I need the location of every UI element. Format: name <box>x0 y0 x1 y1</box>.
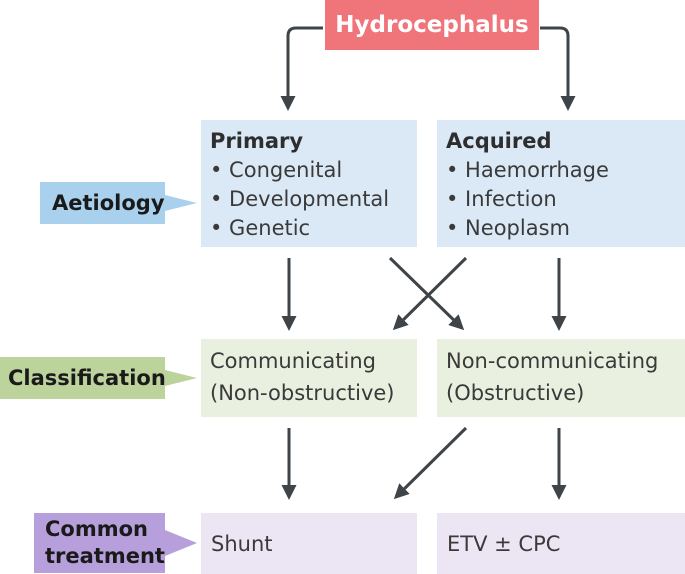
noncommunicating-line1: Non-communicating <box>446 349 659 373</box>
primary-item-congenital: • Congenital <box>210 158 343 182</box>
primary-item-developmental: • Developmental <box>210 187 390 211</box>
primary-heading: Primary <box>210 129 304 153</box>
aetiology-label: Aetiology <box>52 191 165 215</box>
shunt-box: Shunt <box>201 513 417 574</box>
primary-box: Primary • Congenital • Developmental • G… <box>201 120 417 247</box>
classification-tag-shape <box>0 357 197 399</box>
arrow-primary-to-noncommunicating <box>388 256 465 331</box>
communicating-line1: Communicating <box>210 349 377 373</box>
common-treatment-line2: treatment <box>45 544 165 568</box>
acquired-box: Acquired • Haemorrhage • Infection • Neo… <box>437 120 685 247</box>
acquired-item-infection: • Infection <box>446 187 557 211</box>
communicating-line2: (Non-obstructive) <box>210 381 395 405</box>
classification-label: Classification <box>8 366 166 390</box>
acquired-heading: Acquired <box>446 129 552 153</box>
treatment-tag-shape <box>34 513 197 573</box>
noncommunicating-line2: (Obstructive) <box>446 381 585 405</box>
acquired-item-haemorrhage: • Haemorrhage <box>446 158 609 182</box>
etv-cpc-box: ETV ± CPC <box>437 513 685 574</box>
common-treatment-line1: Common <box>45 517 148 541</box>
noncommunicating-box: Non-communicating (Obstructive) <box>437 339 685 417</box>
arrow-title-to-primary <box>280 26 323 111</box>
title-hydrocephalus: Hydrocephalus <box>325 0 539 50</box>
arrow-title-to-acquired <box>540 26 576 111</box>
common-treatment-label: Common treatment <box>45 513 165 573</box>
primary-item-genetic: • Genetic <box>210 216 311 240</box>
communicating-box: Communicating (Non-obstructive) <box>201 339 417 417</box>
arrow-noncommunicating-to-shunt <box>393 426 468 500</box>
arrow-acquired-to-communicating <box>392 256 468 331</box>
acquired-item-neoplasm: • Neoplasm <box>446 216 570 240</box>
aetiology-tag-shape <box>40 182 197 224</box>
